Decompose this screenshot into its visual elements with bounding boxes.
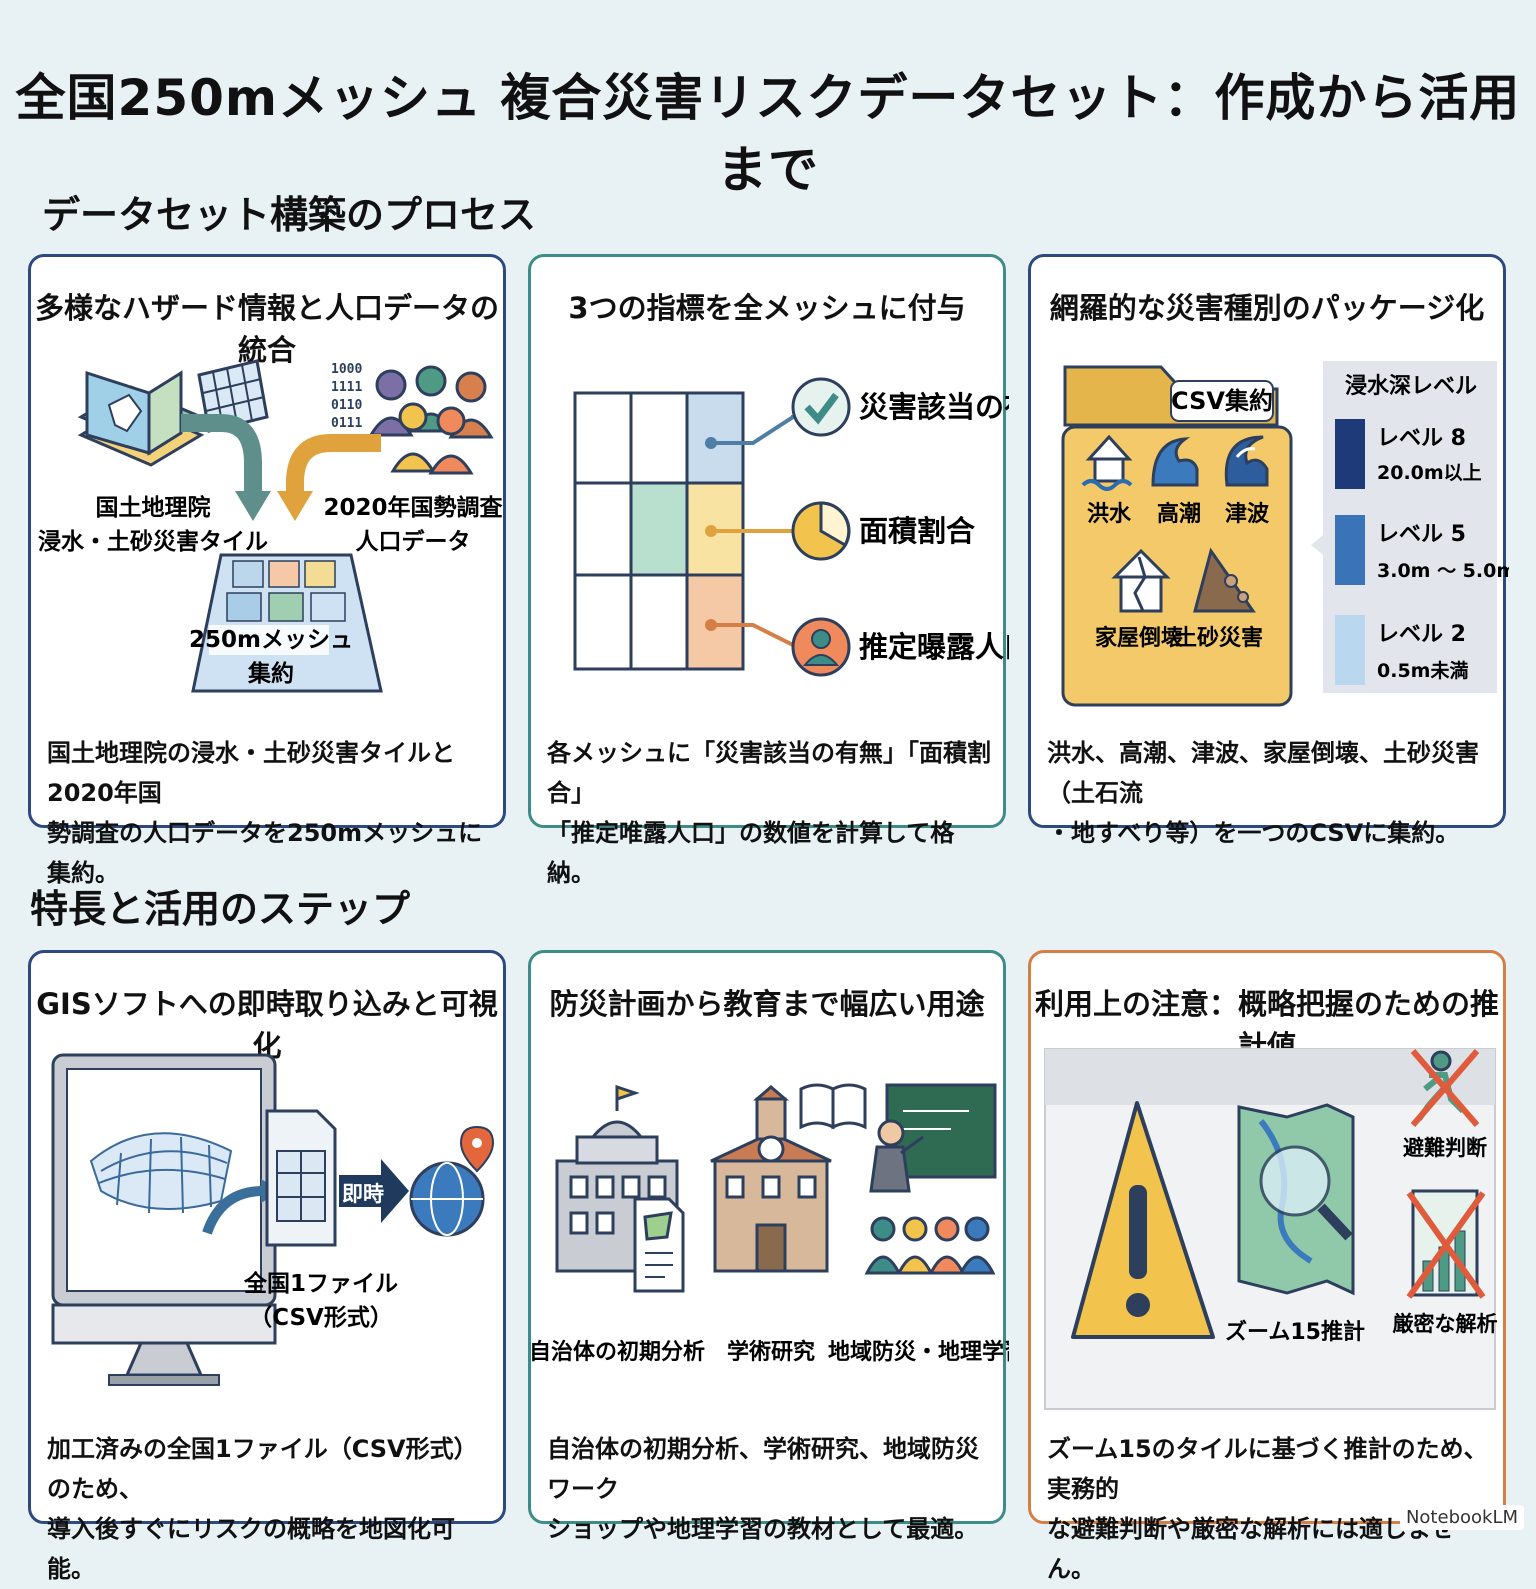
x-label-analysis: 厳密な解析: [1393, 1312, 1498, 1336]
caution-illustration: ズーム15推計 避難判断 厳密な解析: [1044, 1048, 1498, 1410]
zoom-label: ズーム15推計: [1225, 1319, 1365, 1345]
analysis-chart-icon: [1406, 1189, 1486, 1299]
hazard-label-tsunami: 津波: [1225, 501, 1270, 527]
indicator-label-presence: 災害該当の有無: [859, 390, 1009, 424]
evacuation-icon: [1410, 1049, 1480, 1127]
hazard-label-surge: 高潮: [1157, 501, 1201, 527]
warning-triangle-icon: [1071, 1101, 1215, 1339]
level-8-name: レベル 8: [1377, 426, 1466, 451]
book-icon: [799, 1083, 867, 1130]
card-integrate: 多様なハザード情報と人口データの統合 1000 1111 0110 0111 1…: [28, 254, 506, 887]
level-8-swatch: [1335, 419, 1365, 489]
file-label-line1: 全国1ファイル: [243, 1270, 398, 1297]
section-title-features: 特長と活用のステップ: [30, 887, 411, 931]
notebooklm-watermark: NotebookLM: [1399, 1505, 1524, 1530]
card-title: 網羅的な災害種別のパッケージ化: [1049, 291, 1485, 325]
package-illustration: CSV集約 洪水 高潮 津波 家屋倒壊 土砂災害: [1061, 361, 1509, 707]
folder-label: CSV集約: [1171, 387, 1273, 415]
university-building-icon: [710, 1085, 832, 1273]
level-2-name: レベル 2: [1377, 622, 1466, 647]
uses-illustration: 自治体の初期分析 学術研究 地域防災・地理学習: [531, 1083, 1009, 1365]
globe-location-icon: [409, 1125, 495, 1237]
merge-arrows-icon: [181, 414, 381, 521]
indicator-grid-illustration: 災害該当の有無 面積割合 推定曝露人口: [573, 377, 1009, 677]
page-title: 全国250mメッシュ 複合災害リスクデータセット：作成から活用まで: [15, 69, 1521, 199]
card-uses: 防災計画から教育まで幅広い用途: [528, 950, 1009, 1543]
use-label-education: 地域防災・地理学習: [828, 1339, 1009, 1365]
teacher-blackboard-icon: [869, 1083, 997, 1193]
mesh-label-line1: 250mメッシュ: [189, 627, 353, 653]
card-description: 自治体の初期分析、学術研究、地域防災ワーク ショップや地理学習の教材として最適。: [547, 1435, 979, 1543]
document-icon: [633, 1197, 685, 1293]
students-icon: [864, 1216, 996, 1275]
hazard-label-flood: 洪水: [1087, 502, 1132, 527]
gsi-label-line1: 国土地理院: [96, 494, 211, 521]
level-5-name: レベル 5: [1377, 522, 1466, 547]
card-indicators: 3つの指標を全メッシュに付与: [528, 254, 1009, 887]
census-label-line1: 2020年国勢調査: [323, 494, 502, 521]
hazard-label-landslide: 土砂災害: [1175, 625, 1263, 651]
level-2-range: 0.5m未満: [1377, 659, 1468, 682]
instant-label: 即時: [342, 1182, 384, 1206]
card-package: 網羅的な災害種別のパッケージ化 CSV集約: [1028, 254, 1509, 847]
svg-text:0111: 0111: [331, 416, 362, 431]
svg-text:1000: 1000: [331, 362, 362, 377]
section-title-process: データセット構築のプロセス: [42, 193, 537, 237]
mesh-aggregate-plate: [191, 553, 383, 693]
x-label-evacuation: 避難判断: [1403, 1136, 1487, 1160]
card-description: 国土地理院の浸水・土砂災害タイルと2020年国 勢調査の人口データを250mメッ…: [47, 739, 483, 887]
level-8-range: 20.0m以上: [1377, 462, 1482, 484]
mesh-label-line2: 集約: [247, 660, 294, 687]
integration-illustration: 1000 1111 0110 0111 1010: [38, 359, 503, 693]
card-title: GISソフトへの即時取り込みと可視化: [36, 987, 498, 1063]
storm-surge-icon: [1151, 437, 1199, 487]
use-label-academic: 学術研究: [727, 1339, 815, 1365]
census-label-line2: 人口データ: [356, 528, 471, 555]
file-label-line2: （CSV形式）: [249, 1304, 393, 1331]
card-title: 多様なハザード情報と人口データの統合: [34, 291, 499, 367]
population-people-icon: [368, 365, 494, 475]
card-gis: GISソフトへの即時取り込みと可視化: [28, 950, 506, 1583]
instant-arrow-icon: [339, 1159, 409, 1223]
card-description: 加工済みの全国1ファイル（CSV形式）のため、 導入後すぐにリスクの概略を地図化…: [47, 1435, 478, 1583]
gsi-label-line2: 浸水・土砂災害タイル: [38, 528, 268, 555]
indicator-label-area-ratio: 面積割合: [859, 514, 975, 548]
check-circle-icon: [791, 377, 851, 437]
level-5-range: 3.0m ～ 5.0m: [1377, 560, 1509, 582]
map-magnifier-icon: [1237, 1103, 1355, 1296]
gis-illustration: 即時 全国1ファイル （CSV形式）: [51, 1053, 495, 1386]
legend-title: 浸水深レベル: [1345, 374, 1477, 399]
svg-text:1111: 1111: [331, 380, 362, 395]
svg-text:0110: 0110: [331, 398, 362, 413]
house-flood-icon: [1081, 434, 1133, 491]
card-description: 各メッシュに「災害該当の有無」「面積割合」 「推定唯露人口」の数値を計算して格納…: [547, 739, 991, 887]
level-5-swatch: [1335, 515, 1365, 585]
card-description: 洪水、高潮、津波、家屋倒壊、土砂災害（土石流 ・地すべり等）を一つのCSVに集約…: [1047, 739, 1479, 847]
card-title: 防災計画から教育まで幅広い用途: [549, 987, 985, 1021]
pie-chart-icon: [791, 501, 851, 561]
tsunami-wave-icon: [1224, 435, 1269, 487]
card-title: 利用上の注意：概略把握のための推計値: [1034, 987, 1499, 1063]
indicator-label-exposure: 推定曝露人口: [859, 630, 1009, 664]
landslide-icon: [1193, 547, 1256, 613]
monitor-icon: [51, 1053, 277, 1386]
person-circle-icon: [791, 617, 851, 677]
card-caution: 利用上の注意：概略把握のための推計値 ズーム15推計 避難判断: [1028, 950, 1506, 1583]
use-label-municipal: 自治体の初期分析: [531, 1339, 705, 1365]
collapsed-house-icon: [1111, 548, 1171, 613]
card-title: 3つの指標を全メッシュに付与: [568, 291, 966, 325]
terrain-mesh-icon: [89, 1132, 233, 1214]
level-2-swatch: [1335, 615, 1365, 685]
csv-file-icon: [265, 1109, 337, 1247]
hazard-label-collapse: 家屋倒壊: [1095, 625, 1184, 651]
